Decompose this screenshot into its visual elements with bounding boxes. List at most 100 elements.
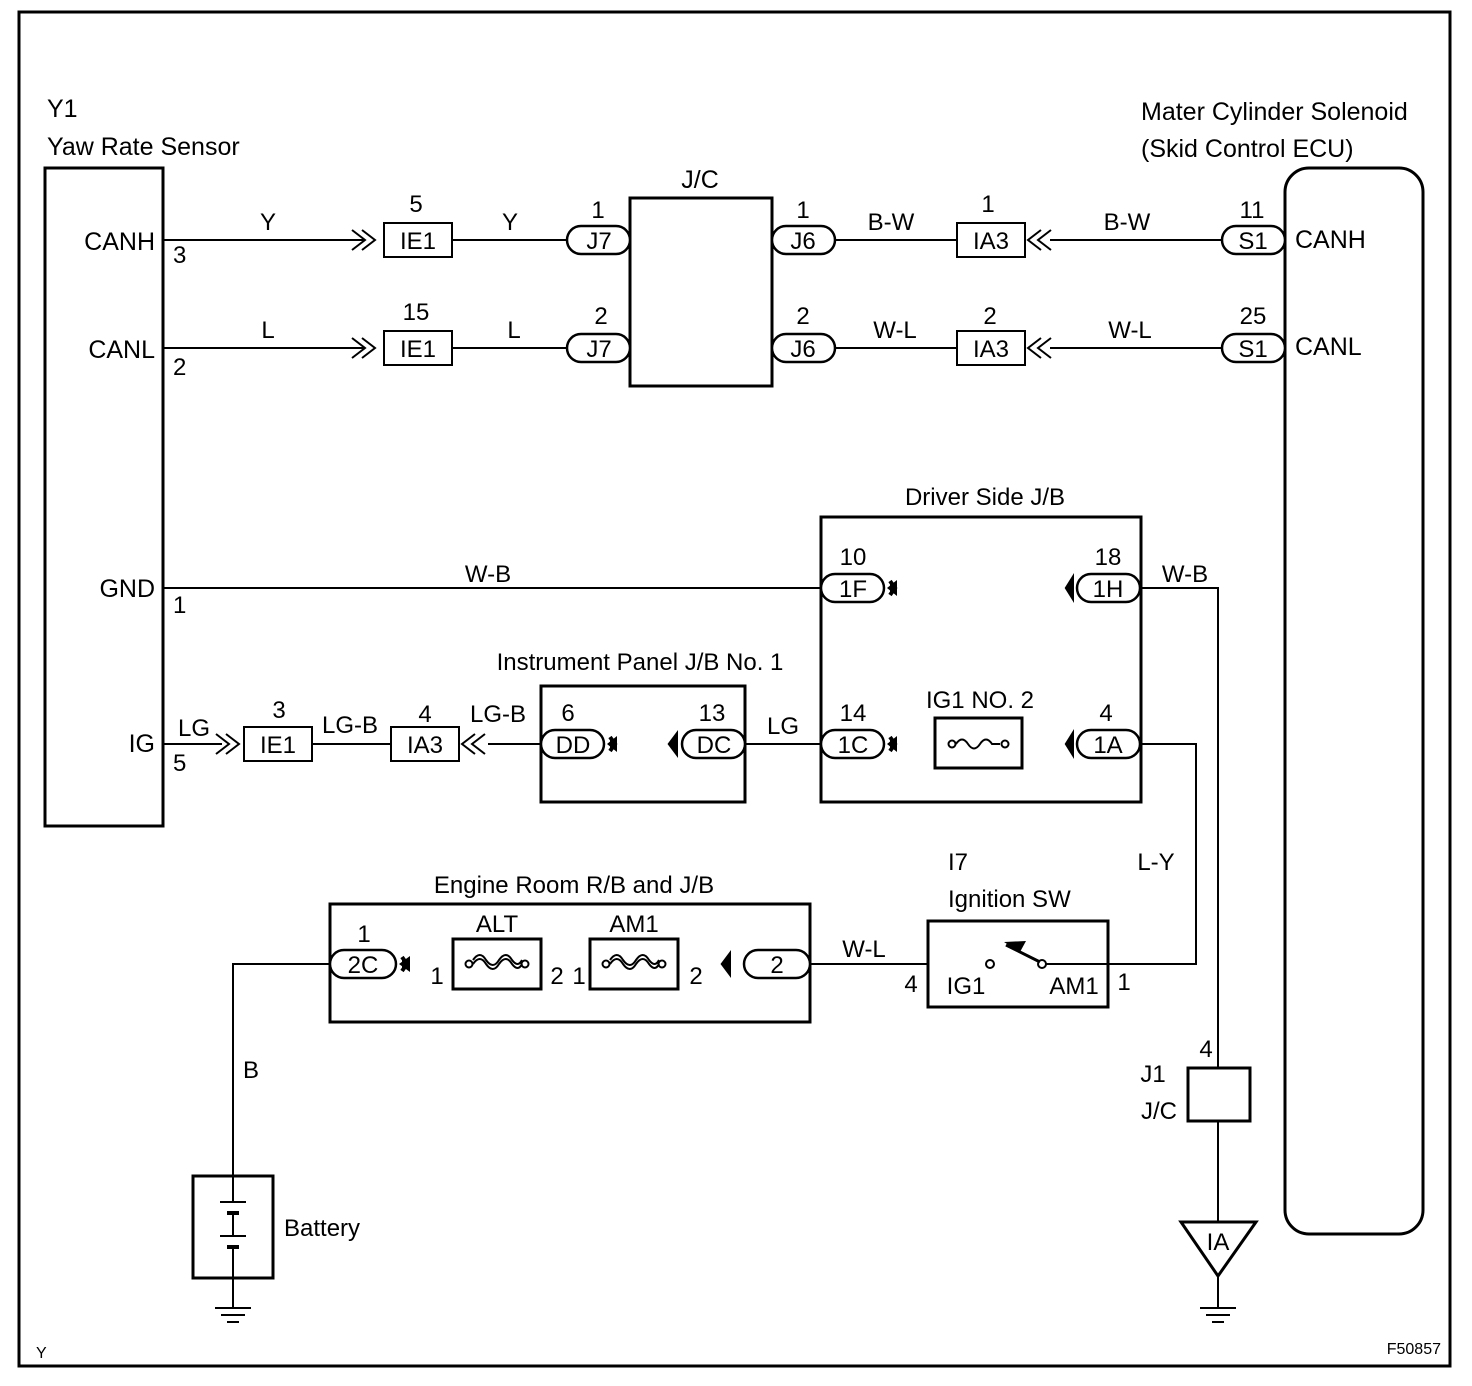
connector-1a: 1A bbox=[1093, 732, 1122, 759]
canl-line: L 15 IE1 L 2 J7 2 J6 W-L 2 IA3 W-L 25 S1 bbox=[261, 299, 1287, 366]
pin-canh-num: 3 bbox=[173, 242, 186, 269]
ig-line: LG 3 IE1 LG-B 4 IA3 LG-B LG bbox=[178, 697, 799, 762]
battery-label: Battery bbox=[284, 1215, 360, 1242]
ign-sw-ig1: IG1 bbox=[947, 973, 986, 1000]
wire-color: W-B bbox=[1162, 561, 1208, 588]
corner-code-left: Y bbox=[36, 1345, 47, 1362]
yaw-rate-sensor: Y1 Yaw Rate Sensor CANH 3 CANL 2 GND 1 I… bbox=[43, 95, 240, 828]
jc-label: J/C bbox=[681, 166, 719, 194]
ignition-switch: I7 Ignition SW W-L IG1 AM1 4 1 bbox=[842, 849, 1131, 1009]
wire-color: LG-B bbox=[322, 712, 378, 739]
connector-pin: 2 bbox=[796, 303, 809, 330]
ecu-name-line2: (Skid Control ECU) bbox=[1141, 135, 1354, 163]
alt-pin-out: 2 bbox=[550, 963, 563, 990]
connector-ie1: IE1 bbox=[400, 336, 436, 363]
j1-pin: 4 bbox=[1199, 1036, 1212, 1063]
ign-sw-am1: AM1 bbox=[1049, 973, 1098, 1000]
dbl-arrow-connector bbox=[1026, 337, 1052, 359]
connector-1f: 1F bbox=[839, 576, 867, 603]
dbl-arrow-connector bbox=[215, 733, 241, 755]
wire-color: W-L bbox=[873, 317, 917, 344]
connector-pin: 1 bbox=[981, 191, 994, 218]
connector-pin: 10 bbox=[840, 544, 867, 571]
connector-pin: 5 bbox=[409, 191, 422, 218]
alt-pin-in: 1 bbox=[430, 963, 443, 990]
connector-ie1: IE1 bbox=[400, 228, 436, 255]
canh-line: Y 5 IE1 Y 1 J7 1 J6 B-W 1 IA3 B-W 11 S1 bbox=[260, 191, 1287, 258]
wire-color: W-L bbox=[842, 936, 886, 963]
connector-pin: 2 bbox=[594, 303, 607, 330]
connector-arrow bbox=[888, 735, 898, 753]
connector-pin: 4 bbox=[418, 701, 431, 728]
connector-j7: J7 bbox=[586, 336, 611, 363]
connector-ia3: IA3 bbox=[973, 336, 1009, 363]
wire-color: LG-B bbox=[470, 701, 526, 728]
figure-code: F50857 bbox=[1387, 1341, 1441, 1358]
skid-control-ecu: Mater Cylinder Solenoid (Skid Control EC… bbox=[1141, 98, 1425, 1236]
connector-dd: DD bbox=[556, 732, 591, 759]
wire-color: LG bbox=[178, 715, 210, 742]
dbl-arrow-connector bbox=[351, 229, 377, 251]
engine-room-jb: Engine Room R/B and J/B 1 2C ALT 1 2 AM1… bbox=[328, 872, 812, 1024]
connector-pin: 2 bbox=[983, 303, 996, 330]
j1-id: J1 bbox=[1140, 1061, 1165, 1088]
connector-pin: 15 bbox=[403, 299, 430, 326]
junction-connector: J/C bbox=[628, 166, 774, 388]
driver-side-jb: Driver Side J/B 10 1F 18 1H 14 1C IG1 NO… bbox=[819, 484, 1143, 804]
wire-color: B-W bbox=[868, 209, 915, 236]
switch-contact-icon bbox=[1005, 943, 1041, 964]
connector-pin: 1 bbox=[796, 197, 809, 224]
ecu-name-line1: Mater Cylinder Solenoid bbox=[1141, 98, 1408, 126]
connector-pin: 1 bbox=[591, 197, 604, 224]
ign-sw-pin-am1: 1 bbox=[1117, 969, 1130, 996]
instrument-panel-jb: Instrument Panel J/B No. 1 6 DD 13 DC bbox=[497, 649, 784, 804]
connector-pin: 1 bbox=[357, 921, 370, 948]
ign-sw-pin-ig1: 4 bbox=[904, 971, 917, 998]
ip-jb-label: Instrument Panel J/B No. 1 bbox=[497, 649, 784, 676]
connector-2: 2 bbox=[770, 952, 783, 979]
connector-s1: S1 bbox=[1238, 228, 1267, 255]
connector-ie1: IE1 bbox=[260, 732, 296, 759]
connector-1h: 1H bbox=[1093, 576, 1124, 603]
connector-arrow bbox=[720, 950, 731, 978]
am1-label: AM1 bbox=[609, 911, 658, 938]
dbl-arrow-connector bbox=[351, 337, 377, 359]
ground-icon bbox=[1200, 1307, 1236, 1323]
wire-color: L-Y bbox=[1137, 849, 1174, 876]
driver-jb-label: Driver Side J/B bbox=[905, 484, 1065, 511]
pin-canh-label: CANH bbox=[84, 228, 155, 256]
connector-pin: 11 bbox=[1240, 197, 1265, 224]
connector-arrow bbox=[400, 955, 410, 973]
connector-j6: J6 bbox=[790, 336, 815, 363]
connector-arrow bbox=[1064, 729, 1074, 759]
connector-pin: 18 bbox=[1095, 544, 1122, 571]
pin-gnd-num: 1 bbox=[173, 592, 186, 619]
connector-j7: J7 bbox=[586, 228, 611, 255]
connector-arrow bbox=[888, 579, 898, 597]
ground-ia-label: IA bbox=[1207, 1229, 1230, 1256]
wire-color: L bbox=[507, 317, 520, 344]
ecu-canl-label: CANL bbox=[1295, 333, 1362, 361]
am1-pin-in: 1 bbox=[572, 963, 585, 990]
connector-pin: 3 bbox=[272, 697, 285, 724]
connector-pin: 13 bbox=[699, 700, 726, 727]
connector-ia3: IA3 bbox=[973, 228, 1009, 255]
j1-label: J/C bbox=[1141, 1098, 1177, 1125]
fusible-link-icon bbox=[609, 958, 660, 970]
dbl-arrow-connector bbox=[1026, 229, 1052, 251]
connector-j6: J6 bbox=[790, 228, 815, 255]
connector-2c: 2C bbox=[348, 952, 379, 979]
wire-color: W-L bbox=[1108, 317, 1152, 344]
fuse-label: IG1 NO. 2 bbox=[926, 687, 1034, 714]
am1-pin-out: 2 bbox=[689, 963, 702, 990]
pin-ig-num: 5 bbox=[173, 750, 186, 777]
wire-color: W-B bbox=[465, 561, 511, 588]
engine-jb-label: Engine Room R/B and J/B bbox=[434, 872, 714, 899]
wire-color: Y bbox=[260, 209, 276, 236]
junction-j1: 4 J1 J/C bbox=[1140, 1036, 1252, 1125]
yaw-sensor-id: Y1 bbox=[47, 95, 78, 123]
connector-arrow bbox=[667, 730, 678, 758]
connector-dc: DC bbox=[697, 732, 732, 759]
connector-s1: S1 bbox=[1238, 336, 1267, 363]
pin-ig-label: IG bbox=[129, 730, 155, 758]
